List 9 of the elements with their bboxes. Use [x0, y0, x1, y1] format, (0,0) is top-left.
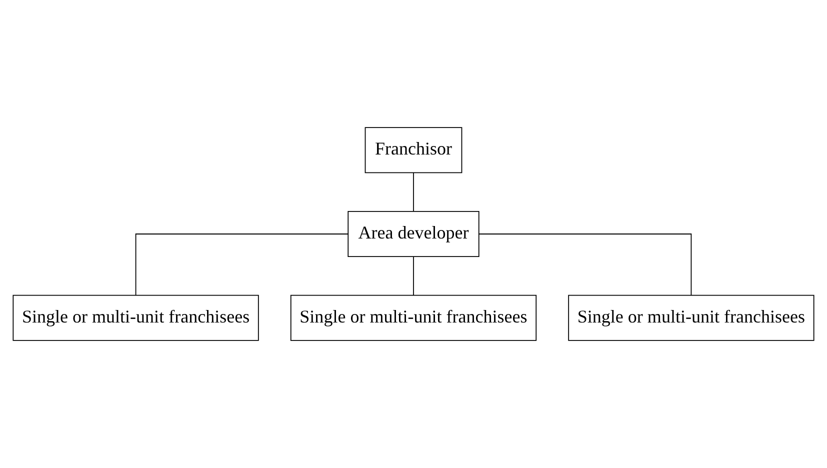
connector: [478, 234, 692, 296]
connector: [135, 234, 348, 296]
node-box: Franchisor: [364, 127, 462, 174]
connector: [413, 172, 414, 212]
node-box: Single or multi-unit franchisees: [568, 294, 814, 341]
node-box: Single or multi-unit franchisees: [12, 294, 259, 341]
node-box: Area developer: [348, 211, 480, 257]
connector: [413, 256, 414, 296]
node-box: Single or multi-unit franchisees: [290, 294, 537, 341]
